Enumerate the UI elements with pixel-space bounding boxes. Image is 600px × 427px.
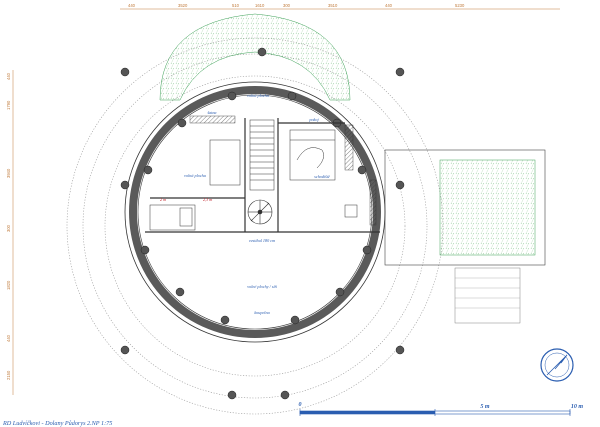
- scale-ten: 10 m: [571, 404, 584, 410]
- label-stairs: schodiště: [314, 174, 330, 179]
- dim-top-7: 440: [385, 3, 393, 8]
- label-dressing: šatna: [207, 110, 216, 115]
- dim-top-3: 510: [232, 3, 240, 8]
- room-labels: volná plocha šatna pokoj volná plocha sc…: [160, 93, 330, 315]
- dim-top-2: 3520: [178, 3, 188, 8]
- drawing-title: RD Ludvíčkovi - Dolany Půdorys 2.NP 1:75: [2, 420, 112, 427]
- label-bath: koupelna: [254, 310, 269, 315]
- dim-top-6: 3510: [328, 3, 338, 8]
- columns: [120, 47, 405, 400]
- partitions: [145, 118, 380, 233]
- stairs: [249, 119, 275, 191]
- dim-top-4: 1610: [255, 3, 265, 8]
- scale-zero: 0: [299, 402, 302, 408]
- dimension-labels-left: 440 1790 3940 300 1820 440 2150: [6, 72, 11, 380]
- label-area-left: 2 m: [160, 197, 166, 202]
- wardrobe: [189, 115, 377, 226]
- dim-left-4: 300: [6, 224, 11, 232]
- furniture-left: [149, 139, 358, 231]
- label-walkway: vestibul 180 cm: [249, 238, 275, 243]
- scale-bar: 0 5 m 10 m: [299, 402, 584, 416]
- dim-top-1: 440: [128, 3, 136, 8]
- label-corridor: volná plocha: [184, 173, 206, 178]
- dim-left-3: 3940: [6, 168, 11, 178]
- dim-left-6: 440: [6, 334, 11, 342]
- north-arrow-icon: [540, 348, 574, 382]
- outer-wall: [124, 81, 386, 343]
- dim-left-1: 440: [6, 72, 11, 80]
- lawn-top: [159, 13, 351, 101]
- scale-five: 5 m: [480, 404, 490, 410]
- dim-top-5: 300: [283, 3, 291, 8]
- bed: [289, 129, 336, 181]
- label-area-left2: 2,3 m: [203, 197, 212, 203]
- terrace-right: [384, 149, 546, 324]
- spiral-stair: [247, 199, 273, 225]
- dim-left-2: 1790: [6, 100, 11, 110]
- dim-left-7: 2150: [6, 370, 11, 380]
- dim-left-5: 1820: [6, 280, 11, 290]
- label-hall-top: volná plocha: [247, 93, 269, 98]
- dimension-chains: [12, 8, 560, 395]
- dim-top-8: 5230: [455, 3, 465, 8]
- label-room-lower: volné plochy / síň: [247, 284, 277, 289]
- label-room: pokoj: [308, 117, 319, 122]
- dimension-labels-top: 440 3520 510 1610 300 3510 440 5230: [128, 3, 465, 8]
